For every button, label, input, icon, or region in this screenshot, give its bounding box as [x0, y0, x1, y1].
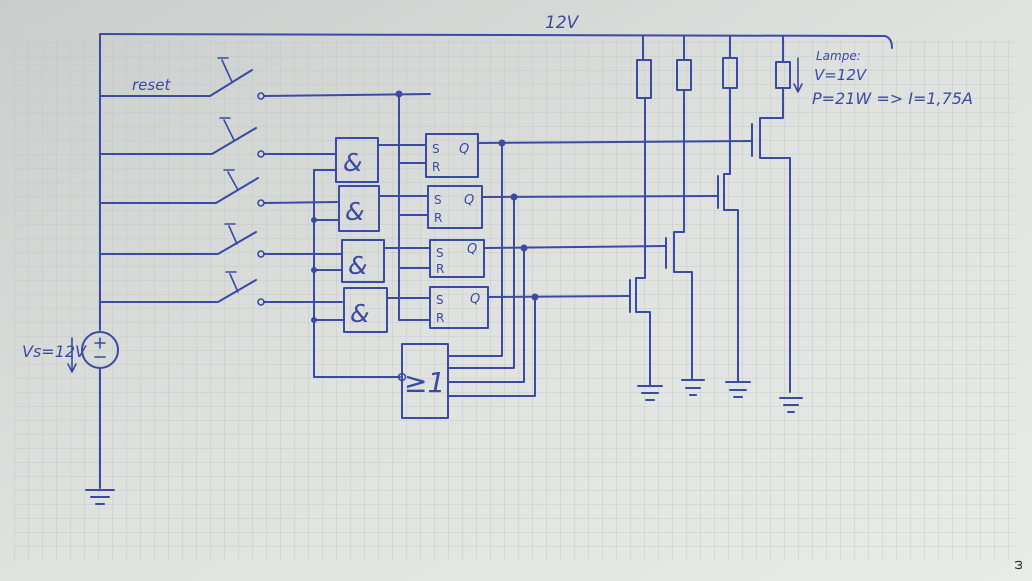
svg-text:R: R — [432, 160, 440, 174]
transistor-3 — [717, 87, 739, 383]
reset-label: reset — [132, 76, 171, 94]
sr-flipflop-3: S R Q — [429, 239, 485, 278]
lamp-voltage: V=12V — [814, 66, 868, 84]
and-gate-3: & — [341, 239, 385, 283]
svg-text:&: & — [343, 148, 363, 177]
supply-rail: 12V — [99, 13, 893, 49]
and-gate-2: & — [338, 185, 380, 232]
svg-text:S: S — [436, 293, 444, 307]
transistor-4 — [751, 87, 791, 393]
svg-text:R: R — [434, 211, 442, 225]
sr-flipflop-2: S R Q — [427, 185, 483, 229]
rail-label: 12V — [545, 13, 580, 33]
svg-text:Q: Q — [470, 292, 480, 307]
lamp-power-current: P=21W => I=1,75A — [812, 89, 973, 108]
voltage-source: Vs=12V — [22, 331, 119, 505]
lamp-title: Lampe: — [816, 49, 861, 63]
and-gate-1: & — [335, 137, 379, 183]
sr-flipflop-1: S R Q — [425, 133, 479, 178]
ground-symbols — [637, 379, 803, 413]
transistor-2 — [665, 89, 693, 381]
svg-text:Q: Q — [467, 242, 477, 257]
source-label: Vs=12V — [22, 342, 87, 361]
svg-text:≥1: ≥1 — [404, 366, 445, 399]
svg-text:Q: Q — [464, 193, 474, 208]
transistor-1 — [629, 97, 651, 387]
sr-flipflop-4: S R Q — [429, 286, 489, 329]
svg-text:R: R — [436, 311, 444, 325]
svg-text:&: & — [345, 197, 365, 226]
input-switch-3 — [99, 223, 343, 258]
gate-to-set-wires — [377, 144, 431, 299]
lamp-note: Lampe: V=12V P=21W => I=1,75A — [812, 49, 973, 108]
input-switch-4 — [99, 271, 343, 306]
svg-text:R: R — [436, 262, 444, 276]
q-output-wires — [447, 139, 753, 397]
input-switch-1 — [99, 117, 337, 158]
input-switch-2 — [99, 169, 338, 207]
reset-distribution — [395, 90, 431, 321]
svg-text:&: & — [348, 251, 368, 280]
and-gate-4: & — [343, 287, 388, 333]
svg-text:S: S — [436, 246, 444, 260]
svg-text:Q: Q — [459, 142, 469, 157]
svg-text:S: S — [434, 193, 442, 207]
svg-text:&: & — [350, 299, 370, 328]
svg-text:S: S — [432, 142, 440, 156]
page-edge-mark: ω — [1011, 560, 1025, 570]
